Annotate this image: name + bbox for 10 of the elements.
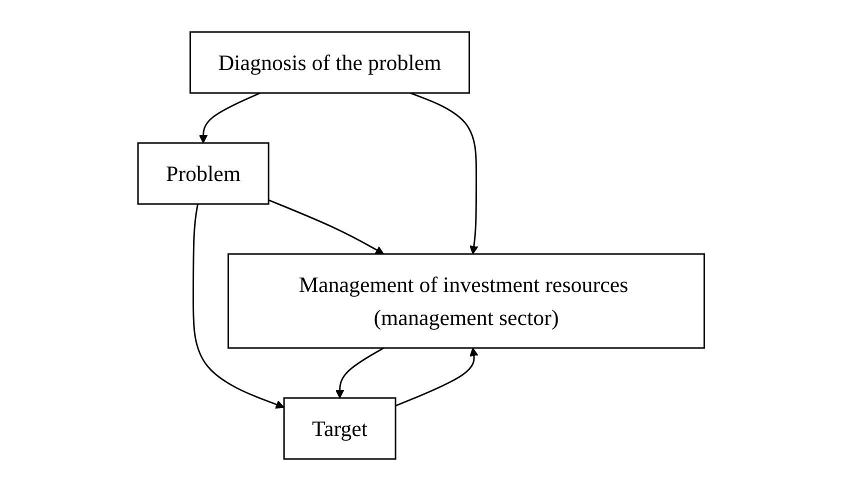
node-box: Target — [284, 397, 397, 460]
node-box: Management of investment resources (management sector) — [228, 253, 706, 349]
arrow — [199, 92, 261, 144]
arrow — [192, 204, 285, 409]
arrow — [396, 348, 479, 407]
node-box: Diagnosis of the problem — [190, 31, 470, 94]
node-box: Problem — [138, 142, 270, 205]
arrow — [268, 199, 384, 254]
arrow — [410, 92, 479, 254]
arrow — [336, 347, 384, 398]
